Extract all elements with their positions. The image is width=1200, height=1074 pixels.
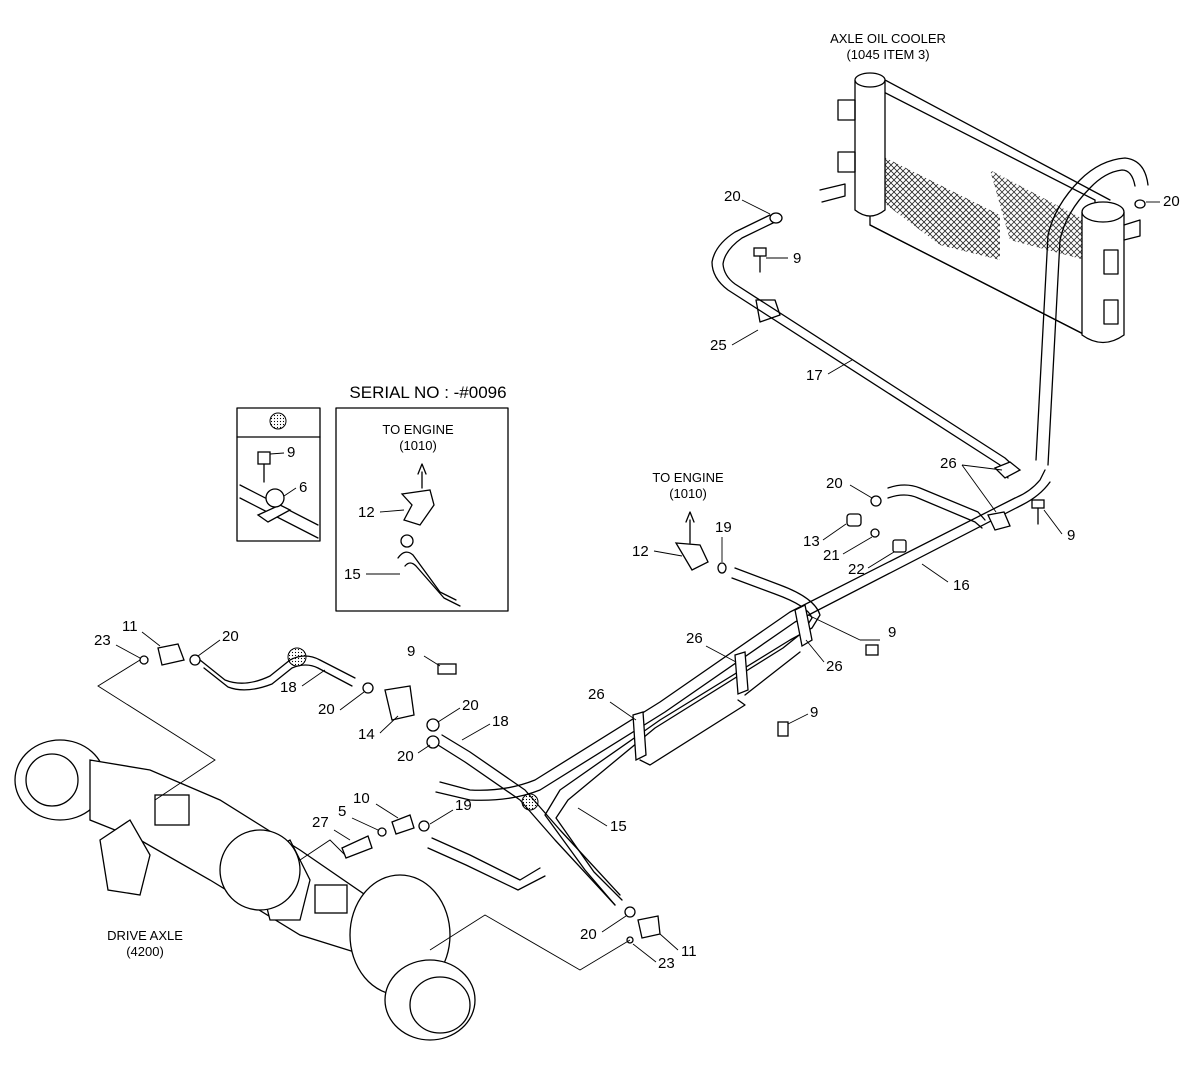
callout-11: 11 <box>122 618 138 635</box>
fittings <box>139 199 1146 944</box>
callout-26: 26 <box>940 455 957 472</box>
pipe-18-left <box>199 647 356 691</box>
callout-18: 18 <box>280 679 297 696</box>
serial-no-title: SERIAL NO : -#0096 <box>349 383 506 402</box>
callout-6: 6 <box>299 479 307 496</box>
support-brackets <box>639 651 801 766</box>
pipe-16 <box>435 469 1051 801</box>
callouts: 20 20 9 25 17 26 20 9 13 21 22 16 12 19 … <box>94 188 1180 972</box>
callout-9: 9 <box>407 643 415 660</box>
callout-27: 27 <box>312 814 329 831</box>
drive-axle <box>14 739 476 1041</box>
inset-clamp-detail <box>236 407 321 542</box>
callout-20: 20 <box>222 628 239 645</box>
labels: AXLE OIL COOLER (1045 ITEM 3) SERIAL NO … <box>107 31 946 959</box>
callout-20: 20 <box>397 748 414 765</box>
callout-26: 26 <box>686 630 703 647</box>
drive-axle-title: DRIVE AXLE <box>107 928 183 943</box>
callout-12: 12 <box>632 543 649 560</box>
axle-oil-cooler-title: AXLE OIL COOLER <box>830 31 946 46</box>
callout-14: 14 <box>358 726 375 743</box>
callout-11: 11 <box>681 943 697 960</box>
callout-20: 20 <box>580 926 597 943</box>
callout-26: 26 <box>588 686 605 703</box>
callout-5: 5 <box>338 803 346 820</box>
clamp-26-group <box>632 299 1022 762</box>
callout-26: 26 <box>826 658 843 675</box>
callout-12: 12 <box>358 504 375 521</box>
callout-9: 9 <box>1067 527 1075 544</box>
inset-serial <box>335 407 509 612</box>
callout-17: 17 <box>806 367 823 384</box>
callout-18: 18 <box>492 713 509 730</box>
to-engine-main-label: TO ENGINE <box>652 470 724 485</box>
callout-23: 23 <box>658 955 675 972</box>
callout-20: 20 <box>724 188 741 205</box>
callout-19: 19 <box>455 797 472 814</box>
callout-16: 16 <box>953 577 970 594</box>
to-engine-inset-code: (1010) <box>399 438 437 453</box>
pipe-17 <box>711 214 1019 479</box>
pipe-18-center <box>437 734 621 906</box>
callout-9: 9 <box>287 444 295 461</box>
axle-leader-lines <box>97 659 631 971</box>
callout-20: 20 <box>1163 193 1180 210</box>
to-engine-inset-label: TO ENGINE <box>382 422 454 437</box>
axle-oil-cooler <box>819 72 1141 344</box>
callout-23: 23 <box>94 632 111 649</box>
callout-9: 9 <box>888 624 896 641</box>
callout-25: 25 <box>710 337 727 354</box>
callout-22: 22 <box>848 561 865 578</box>
callout-20: 20 <box>826 475 843 492</box>
pipe-20-mid <box>887 484 986 529</box>
callout-21: 21 <box>823 547 840 564</box>
callout-20: 20 <box>462 697 479 714</box>
drive-axle-code: (4200) <box>126 944 164 959</box>
callout-9: 9 <box>793 250 801 267</box>
pipe-15 <box>544 567 821 906</box>
callout-9: 9 <box>810 704 818 721</box>
axle-oil-cooler-item: (1045 ITEM 3) <box>846 47 929 62</box>
callout-19: 19 <box>715 519 732 536</box>
callout-20: 20 <box>318 701 335 718</box>
callout-15: 15 <box>344 566 361 583</box>
callout-10: 10 <box>353 790 370 807</box>
callout-15: 15 <box>610 818 627 835</box>
to-engine-main-code: (1010) <box>669 486 707 501</box>
pipe-upper-return <box>1035 157 1149 466</box>
pipe-19-lower <box>427 837 546 891</box>
callout-13: 13 <box>803 533 820 550</box>
